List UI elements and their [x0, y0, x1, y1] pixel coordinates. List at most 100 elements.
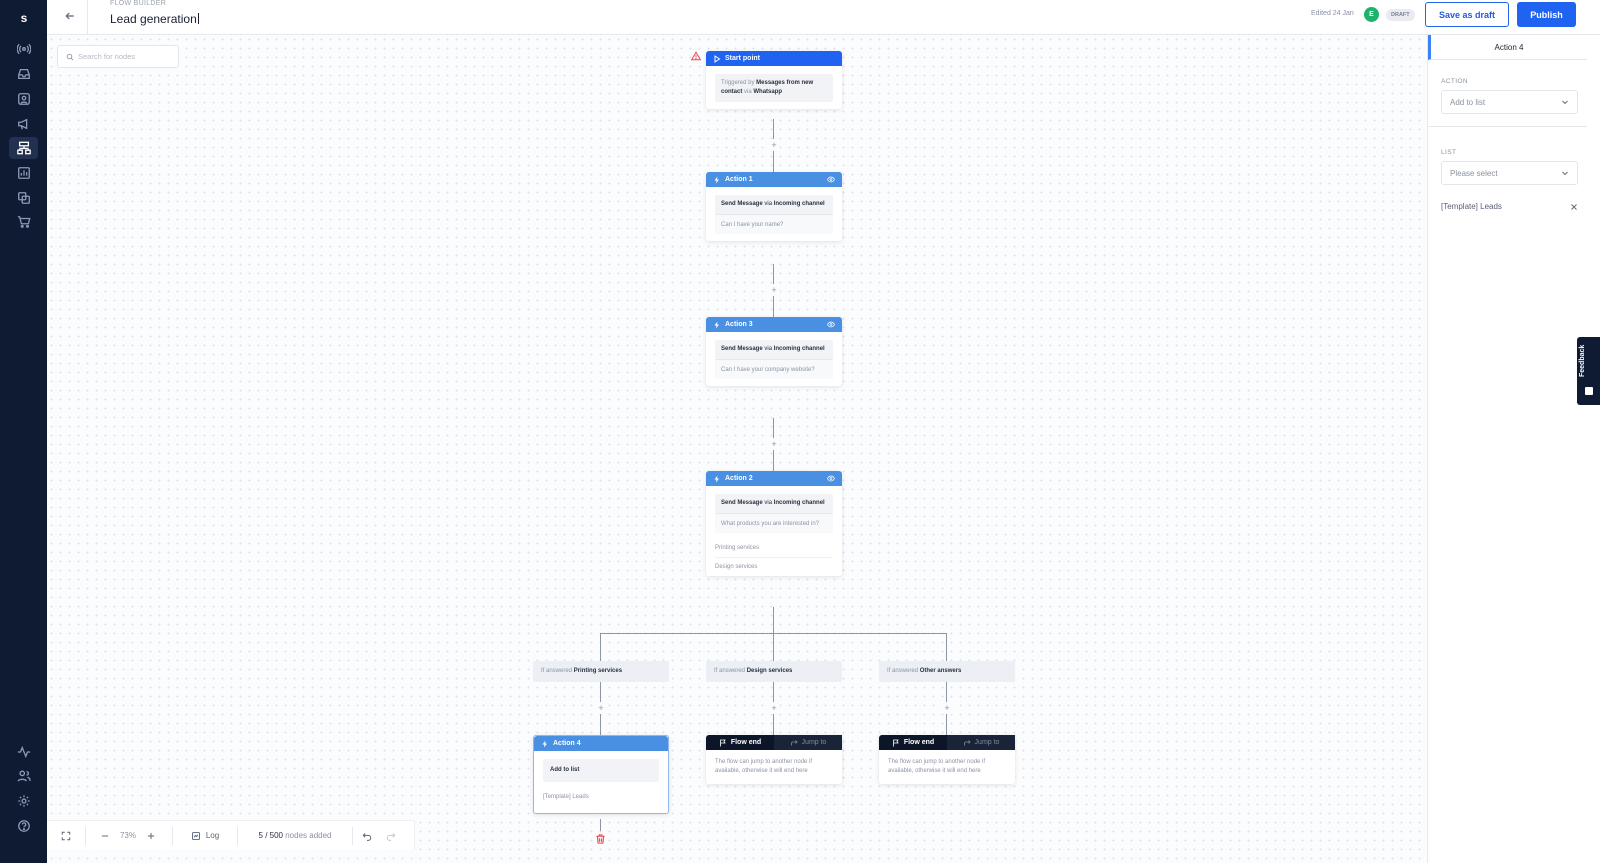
search-input[interactable]	[78, 52, 178, 61]
flow-builder-icon[interactable]	[9, 137, 38, 159]
node-title: Action 1	[725, 176, 753, 183]
contacts-icon[interactable]	[9, 88, 38, 110]
help-icon[interactable]	[9, 815, 38, 837]
jump-to-label: Jump to	[801, 739, 827, 746]
activity-icon[interactable]	[9, 741, 38, 763]
node-header: Flow end Jump to	[879, 735, 1015, 750]
undo-icon[interactable]	[353, 821, 381, 851]
answer-option[interactable]: Printing services	[715, 545, 760, 551]
log-button[interactable]: Log	[173, 821, 237, 851]
add-node-plus-icon[interactable]: +	[768, 438, 780, 450]
flag-icon	[892, 739, 899, 746]
selected-list: [Template] Leads	[543, 794, 589, 800]
node-header: Action 2	[706, 471, 842, 486]
delete-trash-icon[interactable]	[595, 833, 606, 845]
publish-button[interactable]: Publish	[1517, 2, 1576, 27]
campaigns-icon[interactable]	[9, 113, 38, 135]
integrations-icon[interactable]	[9, 187, 38, 209]
editor-avatar[interactable]: E	[1364, 7, 1379, 22]
condition-value: Other answers	[919, 668, 962, 674]
log-icon	[191, 831, 200, 840]
node-body: Add to list [Template] Leads	[534, 751, 668, 813]
condition-value: Printing services	[573, 668, 623, 674]
feedback-tab[interactable]: Feedback	[1577, 337, 1600, 405]
zoom-out-icon[interactable]	[94, 821, 116, 851]
jump-to-button[interactable]: Jump to	[774, 735, 842, 750]
add-node-plus-icon[interactable]: +	[941, 702, 953, 714]
eye-icon[interactable]	[827, 321, 835, 328]
nodes-count: 5 / 500	[258, 831, 283, 840]
nav-rail: s	[0, 0, 47, 863]
header-divider	[87, 0, 88, 35]
broadcast-icon[interactable]	[9, 38, 38, 60]
condition-design-services[interactable]: If answered Design services	[706, 661, 842, 682]
action-via: via	[764, 500, 773, 506]
selected-list-item: [Template] Leads	[1441, 202, 1578, 211]
trigger-event: Messages from new contact	[721, 80, 814, 95]
settings-icon[interactable]	[9, 790, 38, 812]
fullscreen-icon[interactable]	[47, 821, 85, 851]
flow-end-node[interactable]: Flow end Jump to The flow can jump to an…	[706, 735, 842, 784]
breadcrumb[interactable]: FLOW BUILDER	[110, 0, 167, 7]
node-header: Action 3	[706, 317, 842, 332]
selected-list-label: [Template] Leads	[1441, 202, 1502, 211]
back-arrow-icon[interactable]	[60, 6, 80, 26]
eye-icon[interactable]	[827, 176, 835, 183]
flow-title[interactable]: Lead generation	[110, 12, 197, 26]
add-node-plus-icon[interactable]: +	[595, 702, 607, 714]
action-field-label: ACTION	[1441, 78, 1468, 85]
toolbar-divider	[172, 826, 173, 845]
feedback-label: Feedback	[1579, 344, 1586, 377]
feedback-icon	[1585, 387, 1593, 395]
action-name: Send Message	[721, 201, 763, 207]
connector	[773, 607, 774, 634]
add-node-plus-icon[interactable]: +	[768, 139, 780, 151]
zoom-in-icon[interactable]	[140, 821, 162, 851]
action-3-node[interactable]: Action 3 Send Message via Incoming chann…	[706, 317, 842, 386]
team-icon[interactable]	[9, 765, 38, 787]
node-body: Triggered by Messages from new contact v…	[706, 66, 842, 109]
edited-timestamp: Edited 24 Jan	[1311, 10, 1354, 17]
start-point-node[interactable]: Start point Triggered by Messages from n…	[706, 51, 842, 109]
panel-tab-action-4[interactable]: Action 4	[1428, 35, 1587, 60]
action-4-node[interactable]: Action 4 Add to list [Template] Leads	[533, 735, 669, 814]
condition-printing-services[interactable]: If answered Printing services	[533, 661, 669, 682]
node-title: Flow end	[903, 739, 935, 746]
add-node-plus-icon[interactable]: +	[768, 702, 780, 714]
message-preview: Can I have your company website?	[715, 359, 833, 379]
node-header: Action 1	[706, 172, 842, 187]
warning-icon[interactable]	[691, 51, 701, 61]
node-title: Flow end	[730, 739, 762, 746]
action-2-node[interactable]: Action 2 Send Message via Incoming chann…	[706, 471, 842, 576]
eye-icon[interactable]	[827, 475, 835, 482]
condition-other-answers[interactable]: If answered Other answers	[879, 661, 1015, 682]
trigger-prefix: Triggered by	[721, 80, 755, 86]
message-preview: Can I have your name?	[715, 214, 833, 234]
answer-option[interactable]: Design services	[715, 557, 833, 576]
store-icon[interactable]	[9, 211, 38, 233]
reports-icon[interactable]	[9, 162, 38, 184]
close-icon[interactable]	[1570, 203, 1578, 211]
flow-end-node[interactable]: Flow end Jump to The flow can jump to an…	[879, 735, 1015, 784]
action-select[interactable]: Add to list	[1441, 90, 1578, 114]
redo-icon[interactable]	[381, 821, 401, 851]
condition-prefix: If answered	[714, 668, 746, 674]
action-1-node[interactable]: Action 1 Send Message via Incoming chann…	[706, 172, 842, 241]
jump-to-button[interactable]: Jump to	[947, 735, 1015, 750]
save-as-draft-button[interactable]: Save as draft	[1425, 2, 1509, 27]
action-channel: Incoming channel	[773, 201, 825, 207]
node-title: Action 4	[553, 740, 581, 747]
node-search[interactable]	[57, 45, 179, 68]
play-icon	[714, 54, 721, 63]
action-name: Send Message	[721, 346, 763, 352]
list-select-placeholder: Please select	[1450, 168, 1498, 178]
app-logo[interactable]: s	[20, 11, 28, 25]
jump-to-label: Jump to	[974, 739, 1000, 746]
add-node-plus-icon[interactable]: +	[768, 284, 780, 296]
status-badge: DRAFT	[1386, 9, 1415, 21]
jump-arrow-icon	[790, 739, 798, 745]
nodes-counter: 5 / 500 nodes added	[238, 821, 352, 851]
list-select[interactable]: Please select	[1441, 161, 1578, 185]
inbox-icon[interactable]	[9, 63, 38, 85]
flow-canvas[interactable]: + + + + + + Start point Triggered by Mes…	[47, 35, 1427, 863]
